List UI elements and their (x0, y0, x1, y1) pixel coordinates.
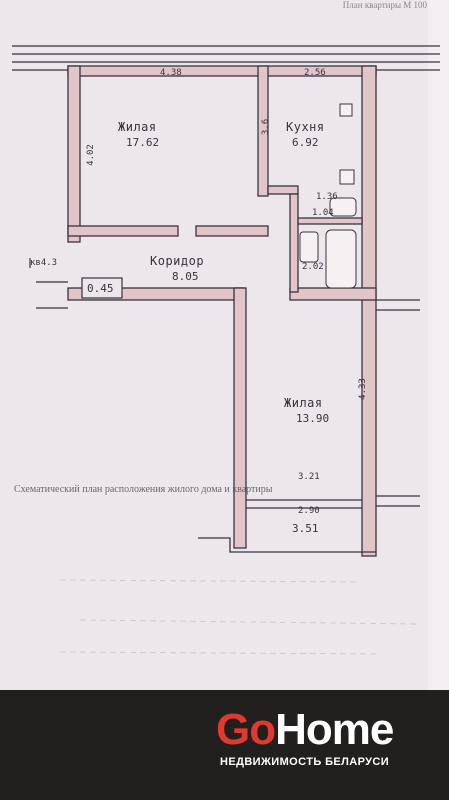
dim-living-2-width: 3.21 (298, 472, 320, 482)
paper-edge (428, 0, 449, 690)
balcony-area: 3.51 (292, 522, 319, 535)
logo-home: Home (275, 705, 394, 754)
sheet-header: План квартиры М 100 (342, 0, 427, 10)
room-label-corridor: Коридор (150, 254, 205, 268)
corridor-left-lines (29, 258, 68, 309)
paper-sheet (0, 0, 449, 690)
dim-living-1-depth: 4.02 (85, 144, 96, 166)
dim-closet: кв4.3 (30, 258, 58, 268)
plan-caption: Схематический план расположения жилого д… (14, 484, 273, 495)
lower-shell (198, 299, 420, 553)
room-label-living-1: Жилая (118, 120, 157, 134)
room-label-living-2: Жилая (284, 396, 323, 410)
room-area-living-1: 17.62 (126, 136, 160, 149)
room-area-corridor: 8.05 (172, 270, 199, 283)
faint-lines (59, 579, 421, 655)
closet-box (81, 277, 123, 299)
gohome-logo: GoHome НЕДВИЖИМОСТЬ БЕЛАРУСИ (216, 706, 416, 776)
bath-area: 2.02 (302, 262, 324, 272)
logo-wordmark: GoHome (216, 705, 394, 754)
room-label-kitchen: Кухня (286, 120, 325, 134)
dark-background (0, 690, 449, 800)
bathroom-fixtures (299, 103, 357, 289)
dim-bath: 1.36 (316, 192, 338, 202)
room-area-living-2: 13.90 (296, 412, 330, 425)
walls (67, 65, 377, 557)
logo-go: Go (216, 705, 276, 754)
dim-living-1-width: 4.38 (160, 68, 182, 78)
closet-area: 0.45 (87, 282, 114, 295)
dim-kitchen-width: 2.56 (304, 68, 326, 78)
dim-balcony-width: 2.90 (298, 506, 320, 516)
logo-tagline: НЕДВИЖИМОСТЬ БЕЛАРУСИ (220, 756, 390, 768)
dim-kitchen-depth: 3.6 (261, 118, 272, 136)
wc-area: 1.04 (312, 208, 334, 218)
dim-living-2-depth: 4.33 (357, 378, 368, 400)
room-area-kitchen: 6.92 (292, 136, 319, 149)
